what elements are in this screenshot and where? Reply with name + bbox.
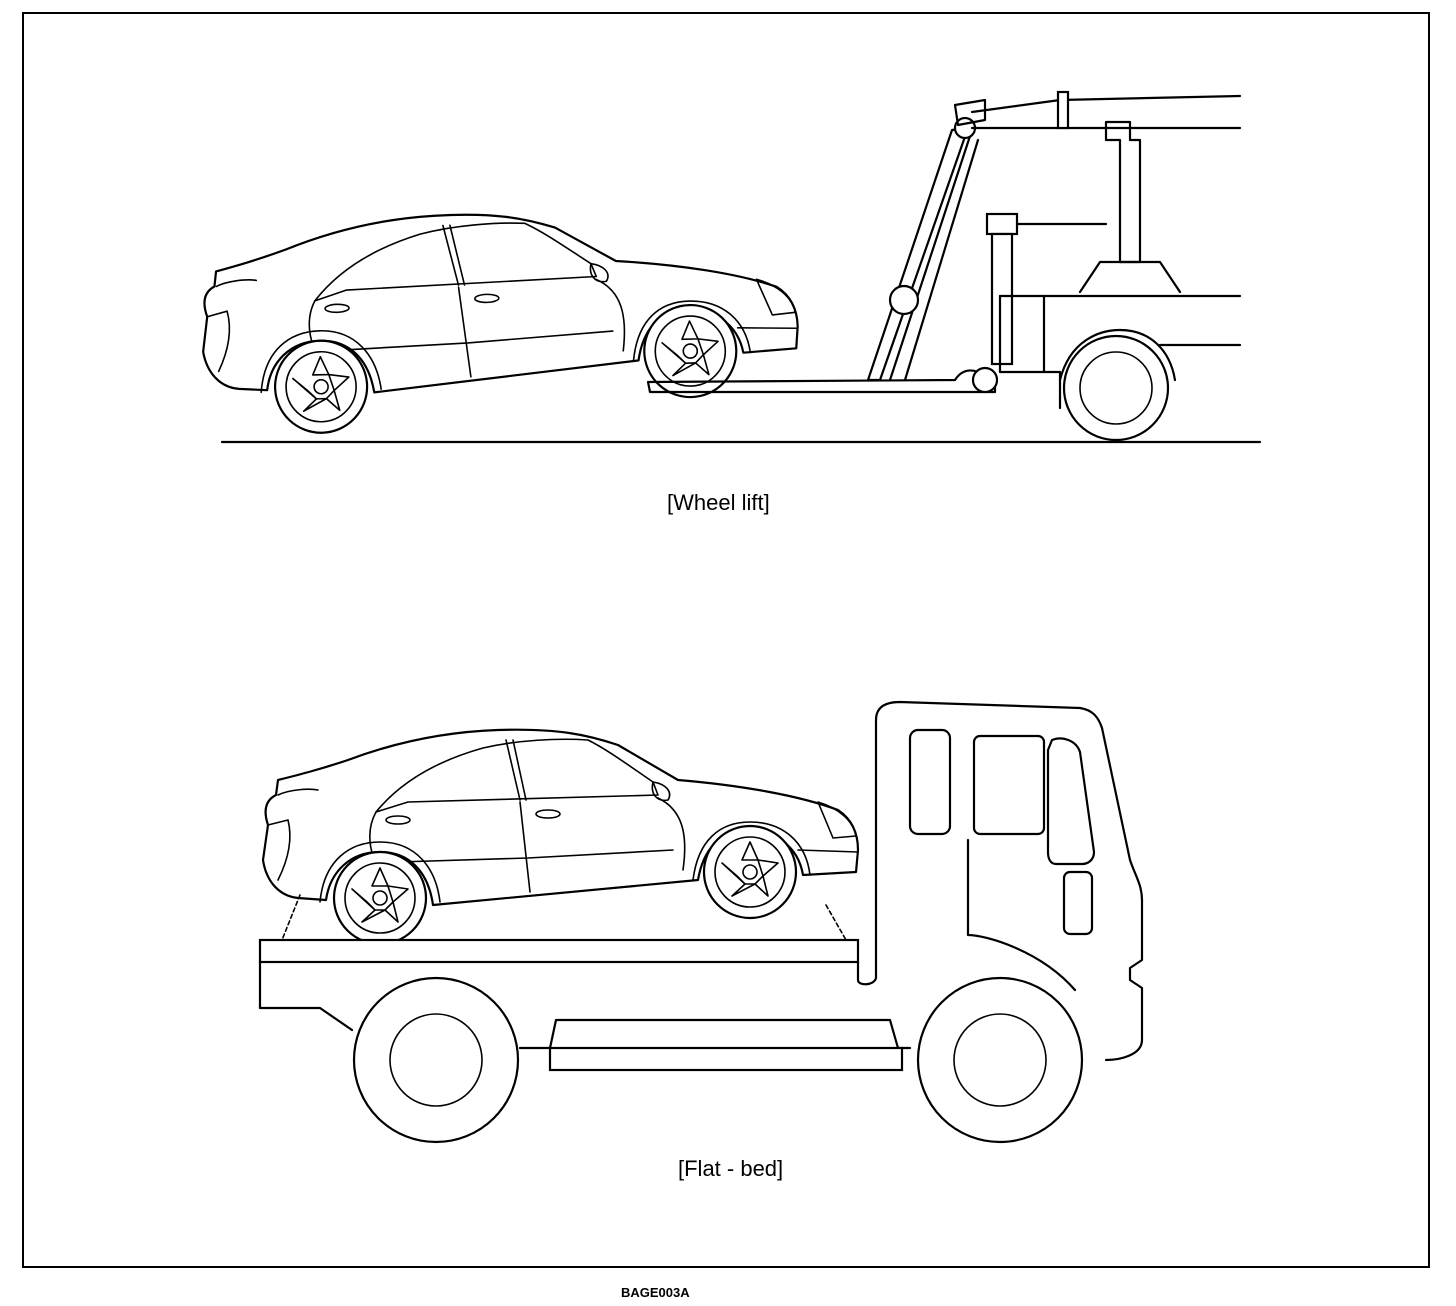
front-wheel (916, 976, 1084, 1144)
wheel-lift-caption: [Wheel lift] (667, 490, 770, 515)
flat-bed-caption: [Flat - bed] (678, 1156, 784, 1181)
lift-bar (646, 369, 997, 394)
rear-wheel (352, 976, 520, 1144)
wheel-lift-scene (200, 90, 1262, 444)
cab-windshield (1046, 737, 1096, 866)
figure-code: BAGE003A (621, 1285, 690, 1300)
tie-chain-rear (281, 894, 301, 941)
side-box (548, 1046, 904, 1072)
cab-window-rear (908, 728, 952, 836)
tie-chain-front (825, 904, 847, 941)
boom-arm (866, 126, 970, 382)
flat-bed-scene (258, 700, 1144, 1144)
figure-frame (22, 12, 1430, 1268)
car-wheel-lift (200, 206, 800, 436)
car-flat-bed (263, 730, 858, 944)
flat-bed (258, 938, 860, 964)
cab-window-side (972, 734, 1046, 836)
